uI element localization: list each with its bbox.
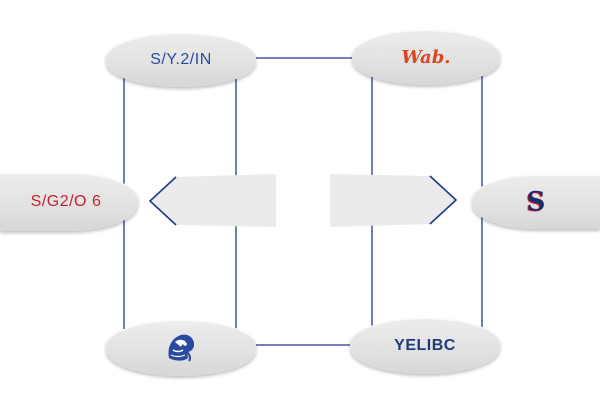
bracket-slot-top-left[interactable]: S/Y.2/IN (106, 33, 256, 87)
bracket-slot-mid-left[interactable]: S/G2/O 6 (0, 173, 138, 231)
team-logo-text: Wab. (401, 47, 451, 68)
bracket-slot-mid-right[interactable]: S (472, 175, 600, 229)
center-slots (148, 174, 458, 227)
team-label: YELIBC (394, 337, 456, 354)
team-label: S/Y.2/IN (150, 51, 212, 68)
center-slot-right (330, 174, 456, 227)
center-slot-left (150, 174, 276, 227)
bracket-slot-bottom-right[interactable]: YELIBC (350, 318, 500, 374)
mascot-head-icon (168, 334, 195, 362)
team-label: S/G2/O 6 (30, 193, 102, 210)
bracket-slot-top-right[interactable]: Wab. (352, 30, 500, 85)
bracket-slot-bottom-left[interactable] (106, 320, 256, 376)
team-logo-letter: S (526, 187, 546, 217)
